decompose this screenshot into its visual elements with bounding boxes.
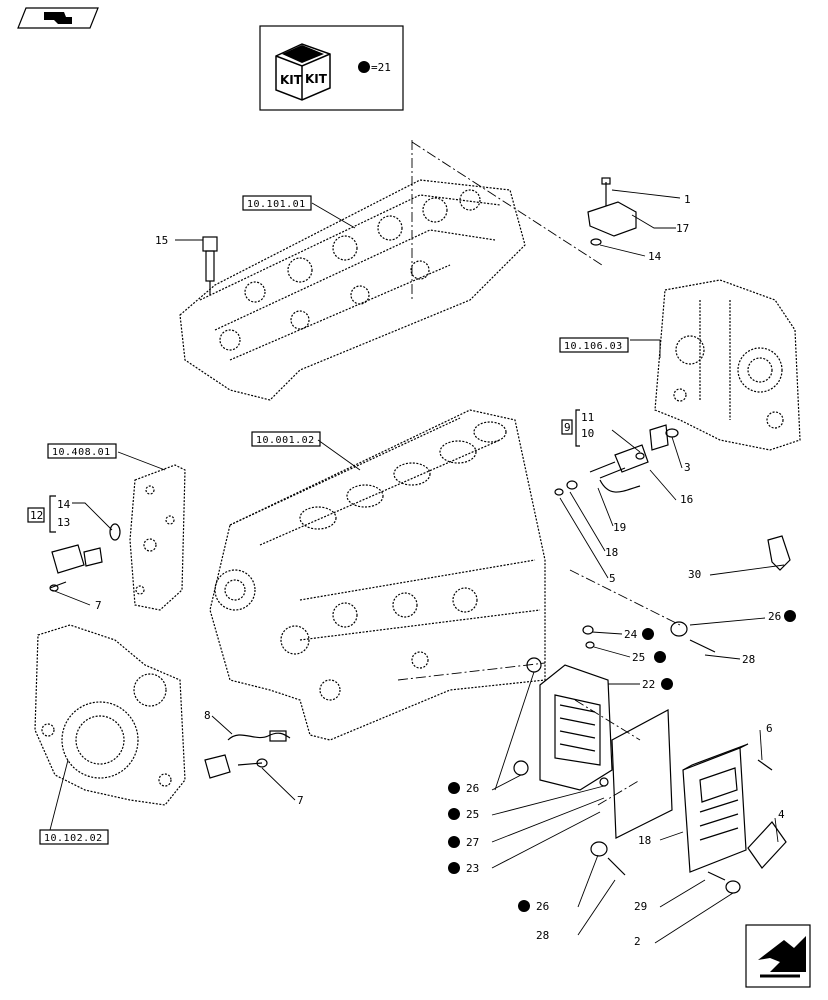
sensor-17	[587, 177, 637, 246]
callout: 27	[466, 836, 479, 849]
ref-label: 10.408.01	[52, 447, 111, 458]
kit-dots	[448, 610, 796, 912]
next-page-arrow-icon[interactable]	[745, 924, 811, 988]
callout: 7	[297, 794, 304, 807]
sensor-15	[202, 236, 218, 295]
side-cover	[129, 464, 186, 611]
callout: 28	[536, 929, 549, 942]
callout: 5	[609, 572, 616, 585]
callout: 29	[634, 900, 647, 913]
ecu-gasket	[611, 709, 673, 839]
sensor-13	[49, 523, 121, 592]
kit-legend-text: =21	[371, 61, 391, 74]
callout: 17	[676, 222, 689, 235]
callout: 25	[632, 651, 645, 664]
callout: 28	[742, 653, 755, 666]
ref-box-10-102-02[interactable]: 10.102.02	[39, 829, 109, 845]
cylinder-head	[179, 179, 526, 401]
callout: 18	[605, 546, 618, 559]
callout: 18	[638, 834, 651, 847]
callout: 2	[634, 935, 641, 948]
callout: 22	[642, 678, 655, 691]
callout: 30	[688, 568, 701, 581]
kit-dot-icon	[358, 61, 370, 73]
callout: 13	[57, 516, 70, 529]
callout: 14	[648, 250, 662, 263]
callout: 23	[466, 862, 479, 875]
svg-text:9: 9	[564, 421, 571, 434]
leader-lines	[49, 189, 785, 944]
timing-housing	[654, 279, 801, 451]
callout: 6	[766, 722, 773, 735]
ref-box-10-101-01[interactable]: 10.101.01	[242, 195, 312, 211]
callout: 26	[536, 900, 549, 913]
kit-label-right: KIT	[305, 72, 328, 86]
ref-box-10-106-03[interactable]: 10.106.03	[559, 337, 629, 353]
callout: 25	[466, 808, 479, 821]
engine-block	[209, 409, 546, 741]
callout: 26	[768, 610, 781, 623]
kit-label-left: KIT	[280, 73, 303, 87]
callout: 7	[95, 599, 102, 612]
sensor-8	[204, 730, 291, 779]
connector-cover	[747, 821, 787, 869]
callout: 8	[204, 709, 211, 722]
ref-box-10-408-01[interactable]: 10.408.01	[47, 443, 117, 459]
callout: 15	[155, 234, 168, 247]
ref-label: 10.106.03	[564, 341, 623, 352]
ref-label: 10.001.02	[256, 435, 315, 446]
callout: 19	[613, 521, 626, 534]
ref-label: 10.102.02	[44, 833, 103, 844]
kit-legend-box: KIT KIT =21	[259, 25, 404, 111]
callout-numbers: 1 17 14 15 11 10 3 16 19 18 5 14 13 7 30…	[57, 193, 785, 948]
ref-label: 10.101.01	[247, 199, 306, 210]
callout: 4	[778, 808, 785, 821]
callout: 14	[57, 498, 71, 511]
book-arrow-icon[interactable]	[17, 7, 99, 29]
ref-box-10-001-02[interactable]: 10.001.02	[251, 431, 321, 447]
ecu-bracket	[513, 657, 613, 791]
sensor-16	[554, 424, 679, 496]
ecu-module	[682, 743, 749, 873]
group-9: 9	[561, 409, 580, 447]
callout: 11	[581, 411, 594, 424]
callout: 24	[624, 628, 638, 641]
front-cover	[34, 624, 186, 806]
callout: 3	[684, 461, 691, 474]
group-12: 12	[27, 495, 56, 533]
sensor-30	[767, 535, 791, 571]
callout: 1	[684, 193, 691, 206]
callout: 10	[581, 427, 594, 440]
svg-text:12: 12	[30, 509, 43, 522]
kit-box-icon: KIT KIT	[275, 43, 331, 101]
callout: 16	[680, 493, 693, 506]
callout: 26	[466, 782, 479, 795]
fasteners	[582, 621, 773, 894]
